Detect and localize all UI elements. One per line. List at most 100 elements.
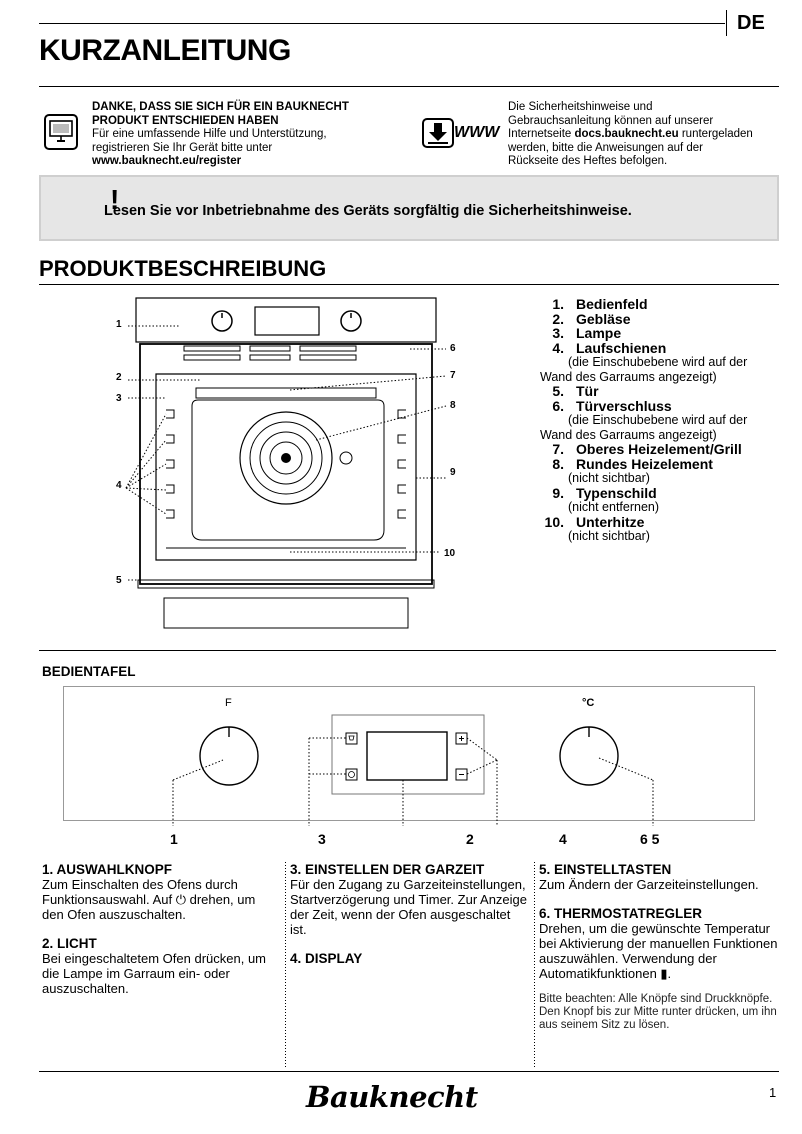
section-heading-cooking-time: 3. EINSTELLEN DER GARZEIT xyxy=(290,862,485,877)
safety-line-3-post: runtergeladen xyxy=(678,128,753,140)
part-number: 5. xyxy=(552,383,564,399)
callout-4: 4 xyxy=(116,480,122,491)
header-rule xyxy=(39,23,725,24)
part-item: 4. Laufschienen xyxy=(540,339,800,356)
safety-line-3-pre: Internetseite xyxy=(508,128,575,140)
function-knob-label: F xyxy=(225,697,232,709)
register-link[interactable]: www.bauknecht.eu/register xyxy=(92,155,242,167)
page-number: 1 xyxy=(769,1085,777,1100)
part-note: (die Einschubebene wird auf der Wand des… xyxy=(540,413,748,442)
product-title-rule xyxy=(39,284,779,285)
section-heading-adjust-buttons: 5. EINSTELLTASTEN xyxy=(539,862,672,877)
safety-notice: Die Sicherheitshinweise und Gebrauchsanl… xyxy=(508,101,778,169)
warning-box xyxy=(39,175,779,241)
part-label: Türverschluss xyxy=(576,397,672,414)
safety-line-4: werden, bitte die Anweisungen auf der xyxy=(508,141,703,154)
monitor-icon xyxy=(44,114,78,150)
section-body-light: Bei eingeschaltetem Ofen drücken, um die… xyxy=(42,951,267,996)
part-number: 8. xyxy=(552,455,564,472)
callout-6: 6 xyxy=(450,343,456,354)
callout-5: 5 xyxy=(116,575,122,586)
panel-callout-3: 3 xyxy=(318,831,326,847)
panel-callout-1: 1 xyxy=(170,831,178,847)
part-label: Tür xyxy=(576,383,599,399)
control-panel-title: BEDIENTAFEL xyxy=(42,664,136,679)
callout-9: 9 xyxy=(450,467,456,478)
callout-10: 10 xyxy=(444,548,456,559)
part-item: 2. Gebläse xyxy=(540,310,800,327)
part-number: 9. xyxy=(552,484,564,501)
panel-callout-2: 2 xyxy=(466,831,474,847)
panel-callout-6-5: 6 5 xyxy=(640,831,660,847)
column-divider-1 xyxy=(285,862,286,1067)
title-rule xyxy=(39,86,779,87)
footer-rule xyxy=(39,1071,779,1072)
parts-list: 1. Bedienfeld 2. Gebläse 3.Lampe 4. Laufsch… xyxy=(540,297,800,544)
safety-line-2: Gebrauchsanleitung können auf unserer xyxy=(508,114,714,127)
part-number: 4. xyxy=(552,339,564,356)
part-number: 6. xyxy=(552,397,564,414)
section-heading-thermostat: 6. THERMOSTATREGLER xyxy=(539,906,703,921)
part-label: Laufschienen xyxy=(576,339,667,356)
safety-line-3: Internetseite docs.bauknecht.eu runterge… xyxy=(508,128,778,142)
callout-1: 1 xyxy=(116,319,122,330)
part-label: Oberes Heizelement/Grill xyxy=(576,441,742,457)
callout-8: 8 xyxy=(450,400,456,411)
column-right: 5. EINSTELLTASTEN Zum Ändern der Garzeit… xyxy=(539,862,779,1032)
section-heading-display: 4. DISPLAY xyxy=(290,951,363,966)
part-number: 10. xyxy=(544,513,564,530)
part-item: 5. Tür xyxy=(540,384,800,399)
part-note: (nicht entfernen) xyxy=(568,500,660,514)
panel-section-rule xyxy=(39,650,776,651)
part-label: Bedienfeld xyxy=(576,296,648,312)
part-label: Typenschild xyxy=(576,484,657,501)
docs-link[interactable]: docs.bauknecht.eu xyxy=(574,128,679,140)
knob-note: Bitte beachten: Alle Knöpfe sind Druckkn… xyxy=(539,993,777,1031)
column-divider-2 xyxy=(534,862,535,1067)
panel-callout-4: 4 xyxy=(559,831,567,847)
part-note: (nicht sichtbar) xyxy=(568,471,650,485)
product-description-title: PRODUKTBESCHREIBUNG xyxy=(39,256,327,281)
column-left: 1. AUSWAHLKNOPF Zum Einschalten des Ofen… xyxy=(42,862,280,996)
control-panel-diagram xyxy=(63,686,755,826)
language-code: DE xyxy=(737,12,765,34)
part-label: Lampe xyxy=(576,325,622,341)
section-body-cooking-time: Für den Zugang zu Garzeiteinstellungen, … xyxy=(290,877,528,937)
safety-line-1: Die Sicherheitshinweise und xyxy=(508,101,653,113)
safety-line-5: Rückseite des Heftes befolgen. xyxy=(508,155,668,167)
section-heading-selector: 1. AUSWAHLKNOPF xyxy=(42,862,173,877)
part-label: Gebläse xyxy=(576,310,631,327)
part-number: 7. xyxy=(552,441,564,457)
thanks-body-1: Für eine umfassende Hilfe und Unterstütz… xyxy=(92,128,327,140)
section-body-thermostat: Drehen, um die gewünschte Temperatur bei… xyxy=(539,921,778,981)
exclamation-icon: ! xyxy=(110,184,120,215)
part-item: 7. Oberes Heizelement/Grill xyxy=(540,442,800,457)
callout-2: 2 xyxy=(116,372,122,383)
part-number: 1. xyxy=(552,296,564,312)
part-item: 3.Lampe xyxy=(540,326,800,341)
thanks-heading-2: PRODUKT ENTSCHIEDEN HABEN xyxy=(92,114,279,127)
temperature-knob-label: °C xyxy=(582,697,595,709)
part-item: 6. Türverschluss xyxy=(540,397,800,414)
part-note: (die Einschubebene wird auf der Wand des… xyxy=(540,355,748,384)
section-body-selector: Zum Einschalten des Ofens durch Funktion… xyxy=(42,877,256,922)
register-notice: DANKE, DASS SIE SICH FÜR EIN BAUKNECHT P… xyxy=(92,101,392,169)
column-middle: 3. EINSTELLEN DER GARZEIT Für den Zugang… xyxy=(290,862,528,966)
thanks-body-2: registrieren Sie Ihr Gerät bitte unter xyxy=(92,141,273,154)
download-icon xyxy=(422,118,454,148)
section-body-adjust-buttons: Zum Ändern der Garzeiteinstellungen. xyxy=(539,877,759,892)
header-separator xyxy=(726,10,727,36)
warning-text: Lesen Sie vor Inbetriebnahme des Geräts … xyxy=(104,203,632,219)
part-label: Rundes Heizelement xyxy=(576,455,713,472)
part-note: (nicht sichtbar) xyxy=(568,529,650,543)
thanks-heading-1: DANKE, DASS SIE SICH FÜR EIN BAUKNECHT xyxy=(92,101,349,113)
part-item: 1. Bedienfeld xyxy=(540,297,800,312)
www-label: WWW xyxy=(454,124,500,141)
callout-3: 3 xyxy=(116,393,122,404)
part-item: 10.Unterhitze xyxy=(540,513,800,530)
part-number: 2. xyxy=(552,310,564,327)
brand-logo: Bauknecht xyxy=(306,1080,478,1114)
callout-7: 7 xyxy=(450,370,456,381)
part-item: 9. Typenschild xyxy=(540,484,800,501)
part-item: 8. Rundes Heizelement xyxy=(540,455,800,472)
